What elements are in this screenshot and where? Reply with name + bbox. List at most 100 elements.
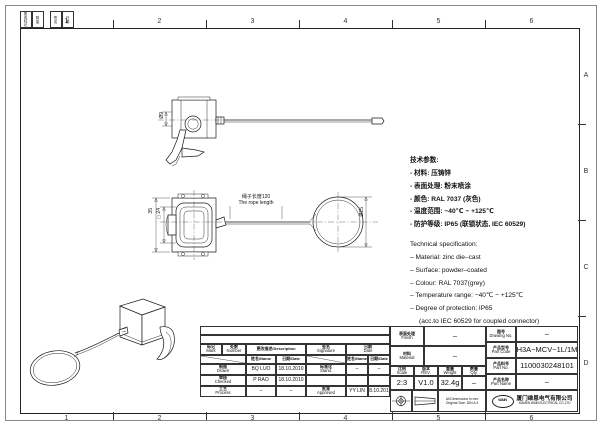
revision-header-description: 更改描述/Description — [246, 344, 306, 355]
cell-label-cn: 表面处理 — [399, 330, 415, 336]
rope-length-label: 绳子长度120 The rope length — [228, 194, 284, 207]
cell-label-cn: 数量 — [470, 366, 478, 371]
drawing-frame-border — [20, 28, 580, 414]
cell-label-en: Number — [226, 348, 242, 354]
title-projection-cone — [412, 390, 438, 412]
title-part-code-value: H3A−MCV−1L/1M — [516, 342, 578, 358]
first-angle-projection-icon — [392, 395, 410, 407]
company-name-en: XIAMEN WAIN ELECTRICAL CO.,LTD — [518, 401, 571, 406]
cell-label-cn: 审核 — [219, 375, 227, 381]
cell-label-cn: 姓名/Name — [250, 356, 271, 362]
title-part-name-value: – — [516, 374, 578, 390]
bottom-ruler-tick — [113, 412, 114, 420]
view-front-with-ring — [152, 190, 378, 260]
cell-label-en: Date — [363, 348, 373, 354]
cell-value: BQ LUO — [251, 365, 271, 372]
revision-row-date-1: 18.10.2010 — [276, 375, 306, 386]
revision-blank-row-1 — [200, 326, 390, 335]
cell-label-en: Material — [399, 354, 415, 360]
bottom-ruler-tick — [299, 412, 300, 420]
cell-value: – — [452, 351, 458, 361]
title-material-value: – — [424, 346, 486, 366]
cell-value: – — [259, 387, 263, 394]
cell-value: YY LIN — [349, 387, 365, 394]
cell-label-en: Part Name — [490, 380, 511, 386]
cell-value: 32.4g — [440, 378, 460, 388]
side-ruler-label-B: B — [583, 168, 589, 175]
cell-label-en: Scale — [396, 369, 408, 375]
spec-title-en: Technical specification: — [410, 241, 478, 249]
revision-row-date2-0: – — [368, 364, 390, 375]
cell-label-cn: 处数 — [230, 344, 238, 350]
cell-label-cn: 工艺 — [219, 386, 227, 392]
cell-label-en: Part No. — [493, 364, 509, 370]
spec-cn-line-0: - 材料: 压铸锌 — [410, 169, 452, 177]
cell-label-en: Mark — [206, 348, 216, 354]
revision-subheader-name-2: 姓名/Name — [346, 355, 368, 364]
cell-value: – — [471, 378, 477, 388]
cell-label-cn: 更改描述/Description — [256, 346, 296, 352]
cell-label-en: Checked — [214, 379, 232, 385]
corner-box-qty: 数量 — [32, 11, 44, 28]
rope-length-cn: 绳子长度120 — [241, 194, 271, 200]
side-ruler-label-A: A — [583, 72, 589, 79]
cell-label-cn: 标记 — [207, 344, 215, 350]
revision-subheader-date-2: 日期/Date — [368, 355, 390, 364]
title-scale-value: 2:3 — [390, 376, 414, 390]
cell-label-en: Process — [215, 390, 231, 396]
top-ruler-label-4: 4 — [343, 18, 348, 25]
side-ruler-tick — [578, 220, 586, 221]
top-ruler-label-6: 6 — [529, 18, 534, 25]
cell-label-en: REV. — [421, 369, 431, 375]
company-name-cn: 厦门维恩电气有限公司 — [516, 395, 573, 402]
title-drawing-no-value: – — [516, 326, 578, 342]
cell-label-cn: 材料 — [403, 350, 411, 356]
bottom-ruler-label-6: 6 — [529, 415, 534, 422]
cell-label-cn: 日期/Date — [282, 356, 300, 362]
cell-label-cn: 产品料号 — [493, 360, 509, 366]
bottom-ruler-label-4: 4 — [343, 415, 348, 422]
revision-row-role2-1 — [306, 375, 346, 386]
cell-value: V1.0 — [418, 378, 434, 388]
sheet-trim-border — [5, 5, 597, 421]
dimension-small-label: Ø9 — [159, 112, 165, 119]
bottom-ruler-tick — [392, 412, 393, 420]
corner-box-mark-cn: 更改标记 — [24, 12, 29, 27]
cell-value: – — [452, 331, 458, 341]
cell-value: H3A−MCV−1L/1M — [516, 345, 578, 355]
cell-value: P RAO — [253, 376, 269, 383]
revision-row-name2-1 — [346, 375, 368, 386]
corner-box-date: 日期 — [62, 11, 74, 28]
revision-row-name2-2: YY LIN — [346, 386, 368, 397]
bottom-ruler-label-3: 3 — [250, 415, 255, 422]
view-isometric — [29, 298, 175, 386]
top-ruler-tick — [485, 20, 486, 28]
revision-subheader-date: 日期/Date — [276, 355, 306, 364]
cell-value: – — [377, 365, 381, 372]
side-ruler-label-C: C — [583, 264, 589, 271]
revision-row-date2-1 — [368, 375, 390, 386]
bottom-ruler-tick — [485, 412, 486, 420]
top-ruler-label-5: 5 — [436, 18, 441, 25]
spec-en-line-0: – Material: zinc die–cast — [410, 253, 481, 261]
cell-value: 18.10.2010 — [278, 365, 304, 372]
cell-label-cn: 重量 — [446, 366, 454, 371]
cell-label-cn: 日期/Date — [370, 356, 388, 362]
